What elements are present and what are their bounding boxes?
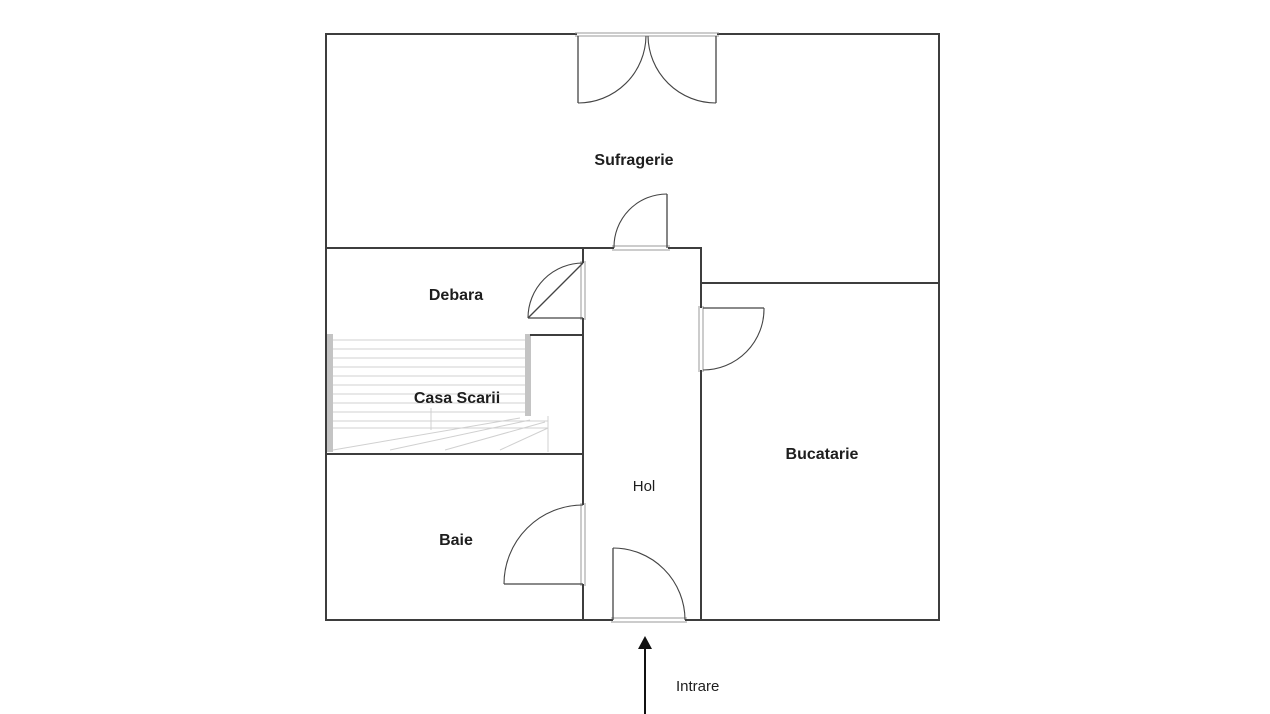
- entrance-arrow-icon: [638, 636, 652, 714]
- walls: [325, 33, 940, 621]
- double-door-top: [575, 32, 719, 104]
- room-label-bucatarie: Bucatarie: [786, 446, 859, 463]
- door-bucatarie: [698, 306, 765, 372]
- stair-rail-left: [327, 334, 333, 452]
- stair-rail-right: [525, 334, 531, 416]
- door-living-hall: [612, 193, 670, 251]
- room-label-hol: Hol: [633, 478, 656, 495]
- room-label-sufragerie: Sufragerie: [594, 152, 673, 169]
- staircase: [327, 334, 549, 452]
- room-label-debara: Debara: [429, 287, 483, 304]
- door-debara: [527, 261, 586, 320]
- room-label-casa-scarii: Casa Scarii: [414, 390, 500, 407]
- room-label-baie: Baie: [439, 532, 473, 549]
- doors: [503, 32, 765, 623]
- door-baie: [503, 503, 586, 586]
- door-entrance: [611, 547, 687, 623]
- entrance-label: Intrare: [676, 678, 719, 695]
